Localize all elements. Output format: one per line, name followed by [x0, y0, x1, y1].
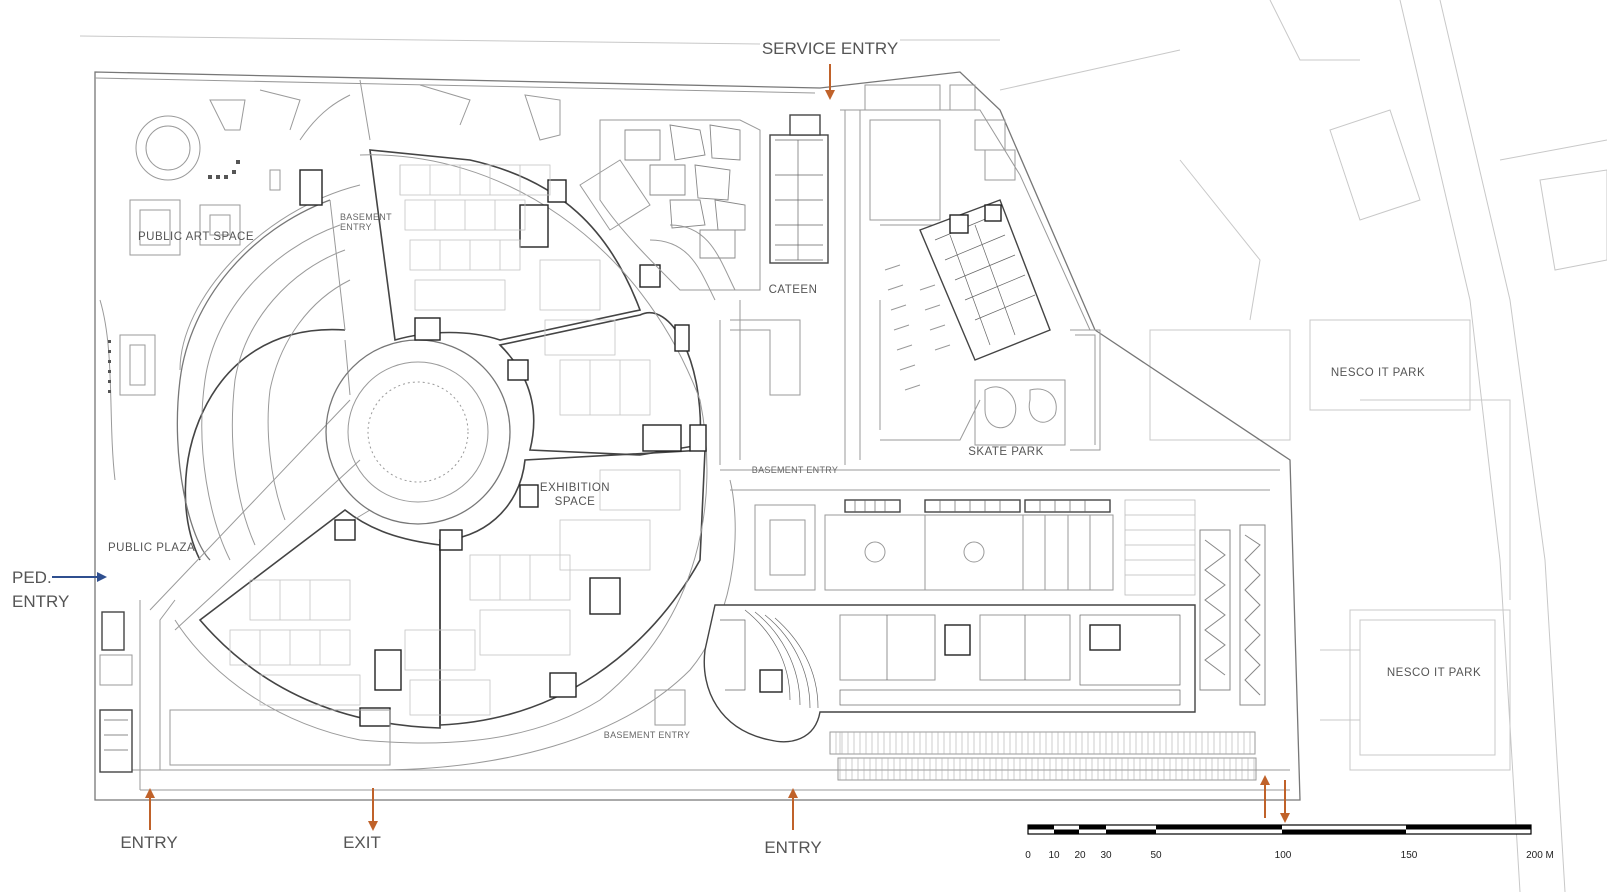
- office-block: [919, 199, 1051, 361]
- parking-stall-lines: [835, 732, 1255, 780]
- scale-tick-20: 20: [1074, 850, 1086, 861]
- bottom-left-blocks: [99, 611, 686, 773]
- label-skate-park: SKATE PARK: [968, 446, 1044, 458]
- label-basement-entry-mid: BASEMENT ENTRY: [752, 465, 838, 475]
- label-ped-entry-2: ENTRY: [12, 592, 69, 611]
- exhibition-booths: [229, 164, 681, 716]
- label-public-plaza: PUBLIC PLAZA: [108, 542, 195, 554]
- skate-park: [974, 334, 1096, 446]
- label-basement-entry-top-1: BASEMENT: [340, 212, 392, 222]
- label-nesco-bottom: NESCO IT PARK: [1387, 667, 1481, 679]
- plan-labels: PUBLIC ART SPACE PUBLIC PLAZA EXHIBITION…: [12, 39, 1481, 857]
- label-service-entry: SERVICE ENTRY: [762, 39, 898, 58]
- label-entry-mid: ENTRY: [764, 838, 821, 857]
- scale-tick-30: 30: [1100, 850, 1112, 861]
- internal-roads: [120, 110, 1290, 791]
- entry-arrows: [52, 64, 1290, 831]
- label-exhibition-1: EXHIBITION: [540, 482, 610, 494]
- label-basement-entry-top-2: ENTRY: [340, 222, 372, 232]
- sports-building: [703, 604, 1196, 743]
- exhibition-complex: [149, 149, 736, 771]
- scale-bar: 0 10 20 30 50 100 150 200 M: [1025, 824, 1554, 861]
- canteen-area: [579, 114, 829, 291]
- label-entry-left: ENTRY: [120, 833, 177, 852]
- label-ped-entry-1: PED.: [12, 568, 52, 587]
- scale-tick-200: 200 M: [1526, 850, 1554, 861]
- context-lines: [79, 0, 1607, 892]
- label-basement-entry-bottom: BASEMENT ENTRY: [604, 730, 690, 740]
- label-public-art-space: PUBLIC ART SPACE: [138, 231, 254, 243]
- bottom-parking: [829, 731, 1257, 781]
- scale-tick-0: 0: [1025, 850, 1031, 861]
- scale-tick-10: 10: [1048, 850, 1060, 861]
- label-exit: EXIT: [343, 833, 381, 852]
- scale-tick-150: 150: [1401, 850, 1418, 861]
- parking-marks: [884, 264, 951, 391]
- pavilion-small: [864, 84, 1016, 221]
- sports-courts: [824, 499, 1266, 706]
- scale-tick-100: 100: [1275, 850, 1292, 861]
- public-art-area: [99, 79, 561, 481]
- scale-tick-50: 50: [1150, 850, 1162, 861]
- label-cateen: CATEEN: [769, 284, 818, 296]
- label-nesco-top: NESCO IT PARK: [1331, 367, 1425, 379]
- tree-cluster: [108, 160, 240, 393]
- label-exhibition-2: SPACE: [555, 496, 596, 508]
- bleachers: [844, 499, 1111, 513]
